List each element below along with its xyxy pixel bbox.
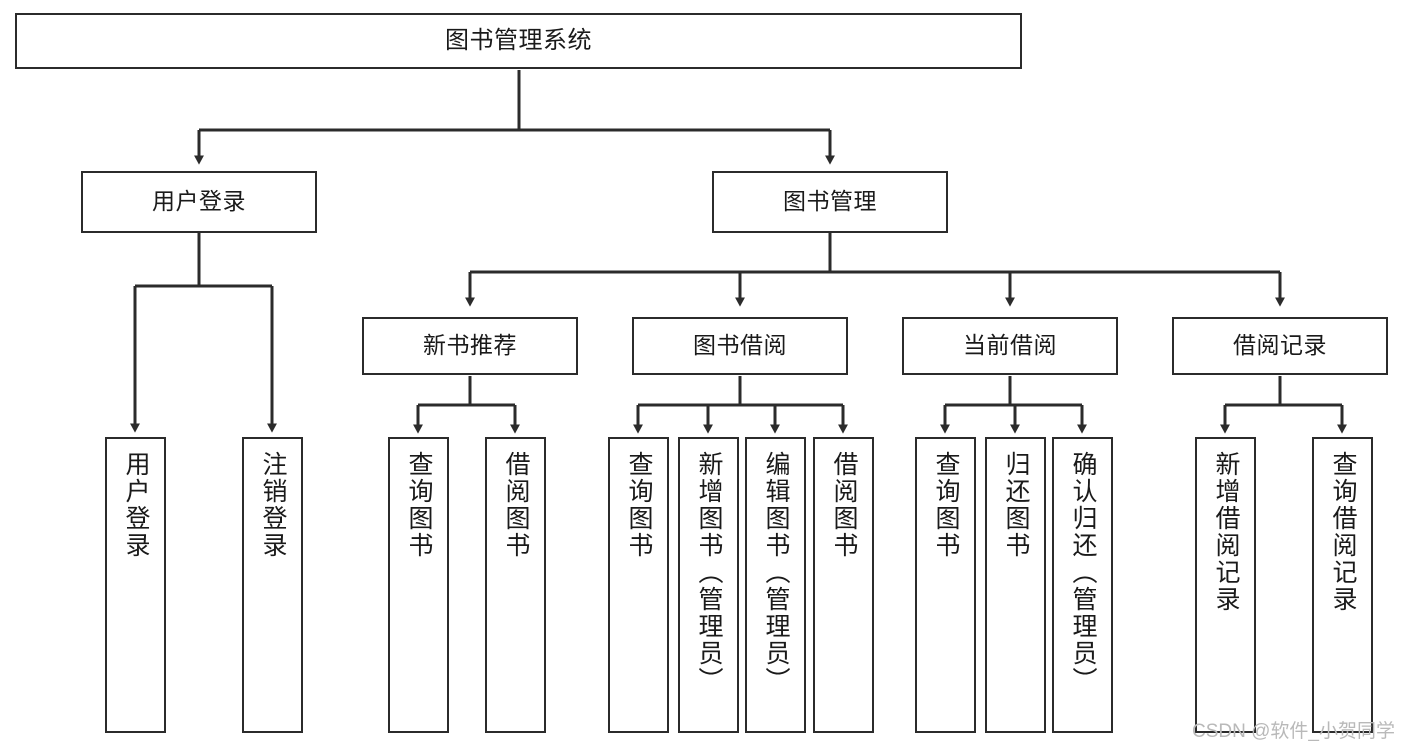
leaf-logout-login[interactable]: 注销登录 (242, 437, 303, 733)
leaf-confirm-return[interactable]: 确认归还（管理员） (1052, 437, 1113, 733)
node-label: 用户登录 (122, 451, 150, 559)
node-label: 借阅图书 (502, 451, 530, 559)
leaf-borrow-book-1[interactable]: 借阅图书 (485, 437, 546, 733)
node-new-book-recommend[interactable]: 新书推荐 (362, 317, 578, 375)
node-label: 新书推荐 (423, 332, 517, 359)
leaf-add-borrow-record[interactable]: 新增借阅记录 (1195, 437, 1256, 733)
node-label: 归还图书 (1002, 451, 1030, 559)
node-label: 查询借阅记录 (1329, 451, 1357, 613)
node-label: 借阅记录 (1233, 332, 1327, 359)
node-book-borrow[interactable]: 图书借阅 (632, 317, 848, 375)
leaf-query-borrow-record[interactable]: 查询借阅记录 (1312, 437, 1373, 733)
node-label: 注销登录 (259, 451, 287, 559)
node-label: 新增借阅记录 (1212, 451, 1240, 613)
node-label: 用户登录 (152, 188, 246, 215)
node-book-management[interactable]: 图书管理 (712, 171, 948, 233)
csdn-watermark: CSDN @软件_小贺同学 (1192, 721, 1395, 742)
node-label: 当前借阅 (963, 332, 1057, 359)
node-label: 编辑图书（管理员） (762, 451, 790, 694)
node-label: 查询图书 (405, 451, 433, 559)
leaf-edit-book[interactable]: 编辑图书（管理员） (745, 437, 806, 733)
node-label: 借阅图书 (830, 451, 858, 559)
node-borrow-record[interactable]: 借阅记录 (1172, 317, 1388, 375)
node-label: 查询图书 (932, 451, 960, 559)
leaf-return-book[interactable]: 归还图书 (985, 437, 1046, 733)
leaf-query-book-2[interactable]: 查询图书 (608, 437, 669, 733)
node-label: 查询图书 (625, 451, 653, 559)
leaf-borrow-book-2[interactable]: 借阅图书 (813, 437, 874, 733)
node-current-borrow[interactable]: 当前借阅 (902, 317, 1118, 375)
node-label: 图书管理 (783, 188, 877, 215)
node-root-system[interactable]: 图书管理系统 (15, 13, 1022, 69)
leaf-query-book-1[interactable]: 查询图书 (388, 437, 449, 733)
node-label: 确认归还（管理员） (1069, 451, 1097, 694)
leaf-query-book-3[interactable]: 查询图书 (915, 437, 976, 733)
leaf-add-book[interactable]: 新增图书（管理员） (678, 437, 739, 733)
node-label: 图书管理系统 (445, 26, 592, 54)
node-label: 新增图书（管理员） (695, 451, 723, 694)
leaf-user-login[interactable]: 用户登录 (105, 437, 166, 733)
node-user-login[interactable]: 用户登录 (81, 171, 317, 233)
node-label: 图书借阅 (693, 332, 787, 359)
